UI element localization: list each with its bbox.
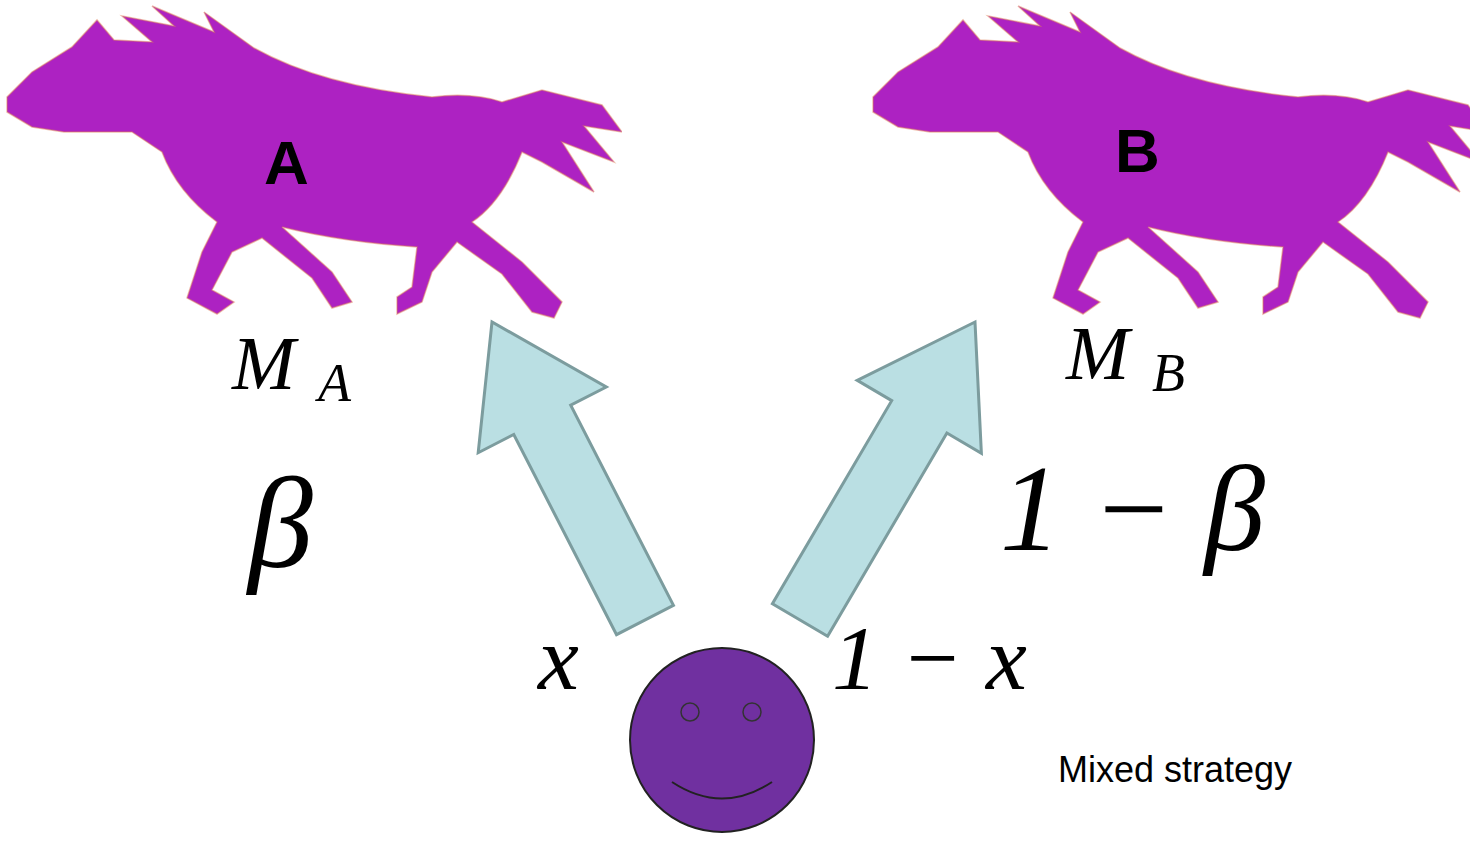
probability-label: 1 − β bbox=[1000, 448, 1265, 570]
horse-letter: A bbox=[264, 132, 309, 194]
variable-subscript: B bbox=[1152, 346, 1185, 400]
weight-label: 1 − x bbox=[832, 612, 1027, 704]
face-eye bbox=[681, 703, 699, 721]
horse-body bbox=[7, 6, 622, 318]
weight-label: x bbox=[538, 612, 579, 704]
horse-figure: B bbox=[868, 2, 1470, 332]
face-eye bbox=[743, 703, 761, 721]
variable-symbol: M bbox=[232, 325, 295, 401]
horse-figure: A bbox=[2, 2, 622, 332]
horse-body bbox=[873, 6, 1470, 318]
variable-symbol: M bbox=[1066, 315, 1129, 391]
face-circle bbox=[630, 648, 814, 832]
caption-note: Mixed strategy bbox=[1058, 752, 1292, 788]
variable-subscript: A bbox=[318, 356, 351, 410]
choice-arrow bbox=[772, 322, 981, 636]
horse-silhouette bbox=[2, 2, 622, 332]
choice-arrows bbox=[478, 322, 981, 636]
face-smile bbox=[672, 782, 772, 799]
choice-arrow bbox=[478, 322, 673, 635]
smiley-face bbox=[630, 648, 814, 832]
horse-silhouette bbox=[868, 2, 1470, 332]
horse-letter: B bbox=[1115, 120, 1160, 182]
probability-label: β bbox=[248, 458, 313, 588]
